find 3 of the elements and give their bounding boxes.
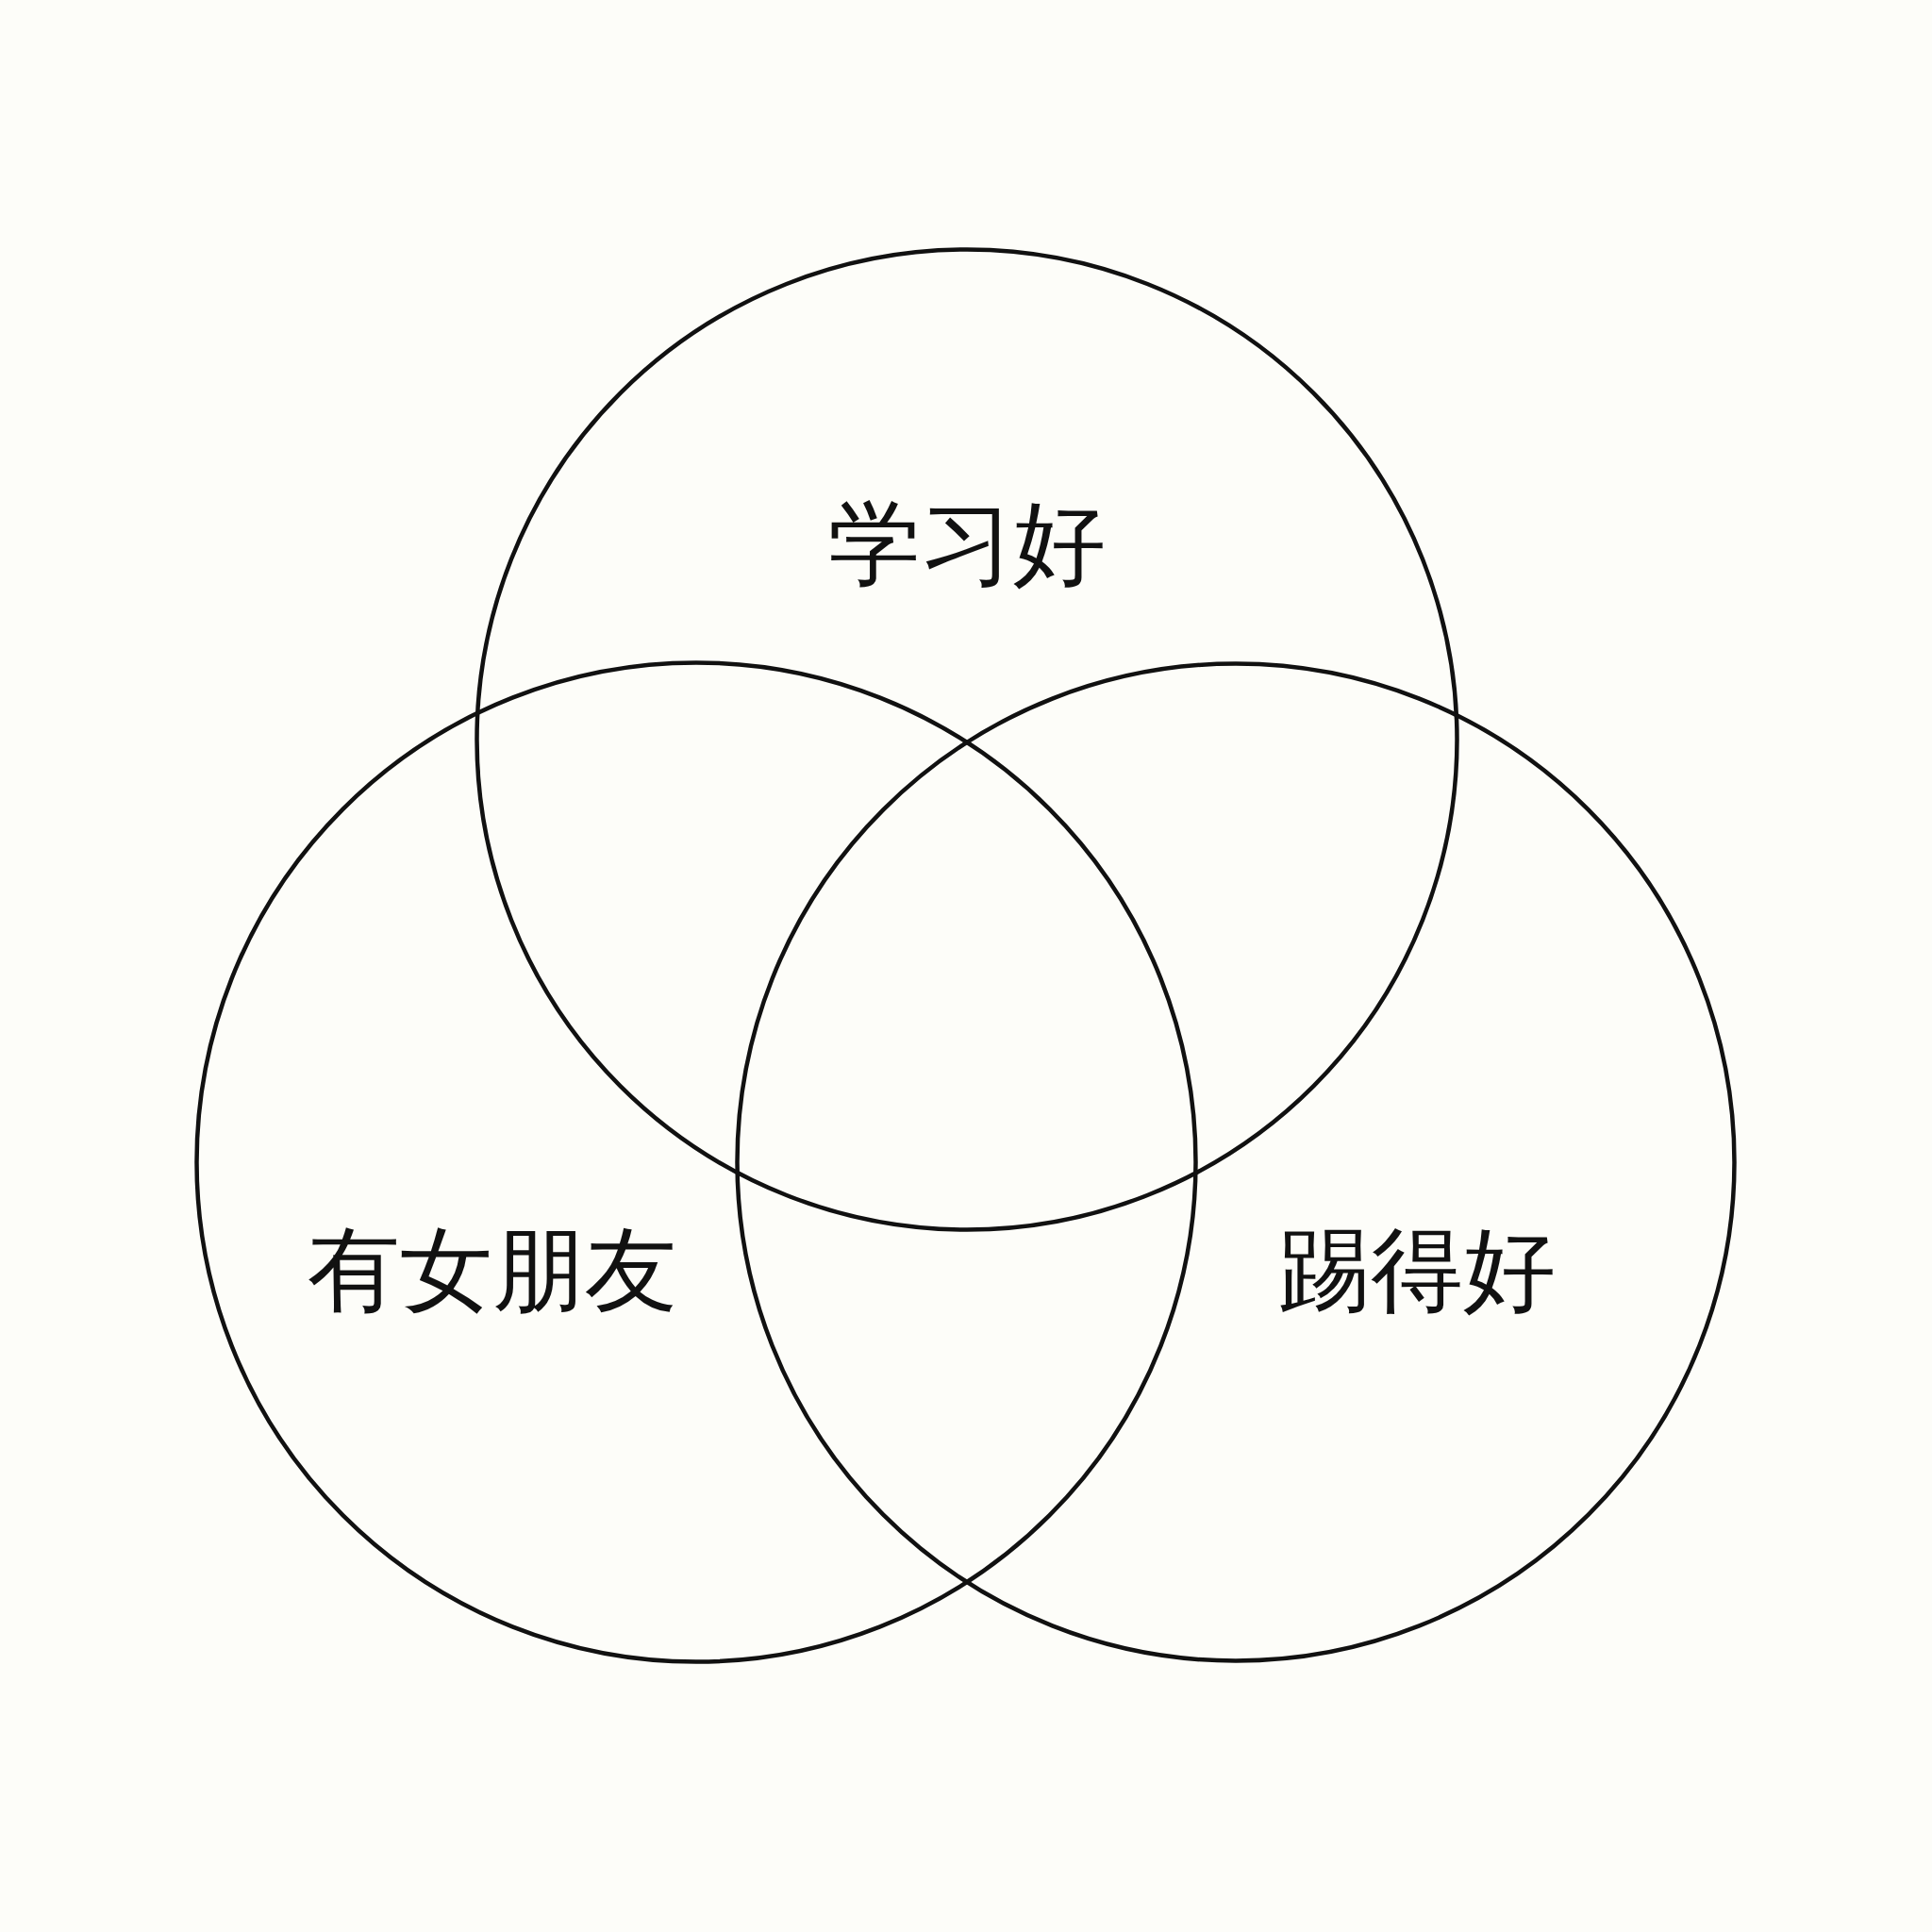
set-label: 学习好 xyxy=(828,493,1106,595)
set-label: 有女朋友 xyxy=(308,1220,677,1322)
set-label: 踢得好 xyxy=(1278,1220,1556,1322)
